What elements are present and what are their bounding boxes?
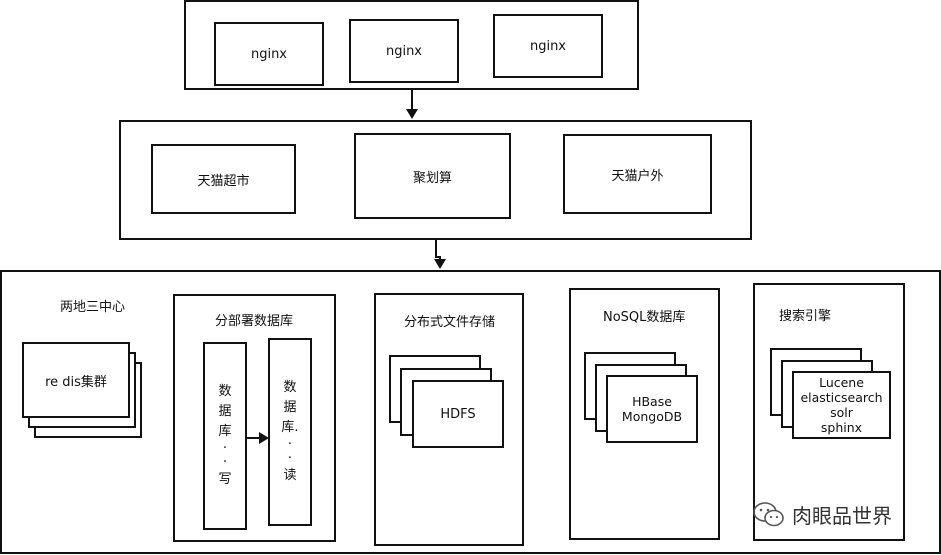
db-read-dot: ·	[287, 451, 293, 466]
db-write-dot: ·	[222, 441, 228, 456]
app-label: 天猫户外	[611, 168, 664, 184]
nginx-label: nginx	[250, 46, 288, 62]
db-title: 分部署数据库	[215, 314, 294, 329]
wechat-icon	[753, 501, 784, 526]
arrow-nginx-to-apps	[406, 89, 418, 119]
nosql-mongodb-label: MongoDB	[621, 409, 683, 424]
db-read-dot: ·	[287, 437, 293, 452]
db-write-op: 写	[218, 472, 232, 487]
hdfs-label: HDFS	[440, 406, 476, 422]
watermark: 肉眼品世界	[752, 500, 892, 529]
nosql-title: NoSQL数据库	[603, 310, 686, 325]
db-write-char: 数	[218, 384, 232, 399]
app-label: 天猫超市	[197, 173, 250, 189]
search-item: elasticsearch	[800, 390, 883, 405]
arrow-apps-to-storage	[434, 239, 446, 269]
nginx-node: nginx	[214, 22, 324, 86]
app-node-tmall-outdoor: 天猫户外	[563, 134, 712, 214]
application-layer: 天猫超市 聚划算 天猫户外	[119, 120, 752, 240]
app-label: 聚划算	[412, 170, 452, 186]
redis-title: 两地三中心	[60, 300, 126, 315]
arrow-write-to-read	[247, 432, 269, 444]
storage-layer: 两地三中心 re dis集群 分部署数据库 数 据 库 · · 写 数 据 库.…	[0, 270, 941, 554]
search-group: 搜索引擎 Lucene elasticsearch solr sphinx	[753, 283, 905, 541]
nosql-hbase-label: HBase	[632, 394, 672, 409]
db-read-op: 读	[283, 468, 297, 483]
search-title: 搜索引擎	[779, 309, 832, 324]
nosql-node: HBase MongoDB	[606, 375, 698, 443]
search-item: Lucene	[819, 375, 864, 390]
db-read-node: 数 据 库. · · 读	[268, 338, 312, 526]
app-node-tmall-supermarket: 天猫超市	[151, 144, 296, 214]
app-node-juhuasuan: 聚划算	[354, 133, 511, 219]
db-write-char: 据	[218, 404, 232, 419]
search-node: Lucene elasticsearch solr sphinx	[792, 371, 891, 439]
db-write-char: 库	[218, 424, 232, 439]
search-item: solr	[830, 405, 853, 420]
redis-cluster: re dis集群	[22, 342, 130, 418]
db-group: 分部署数据库 数 据 库 · · 写 数 据 库. · · 读	[173, 294, 336, 542]
db-write-dot: ·	[222, 455, 228, 470]
redis-label: re dis集群	[45, 374, 107, 390]
nginx-label: nginx	[385, 43, 423, 59]
nginx-label: nginx	[529, 38, 567, 54]
db-write-node: 数 据 库 · · 写	[203, 342, 247, 530]
fs-title: 分布式文件存储	[404, 315, 496, 330]
fs-group: 分布式文件存储 HDFS	[374, 293, 524, 546]
search-item: sphinx	[820, 420, 863, 435]
db-read-char: 数	[283, 380, 297, 395]
watermark-text: 肉眼品世界	[792, 504, 892, 528]
nginx-layer: nginx nginx nginx	[184, 0, 639, 90]
db-read-char: 据	[283, 400, 297, 415]
nginx-node: nginx	[493, 14, 603, 78]
db-read-char: 库.	[281, 420, 299, 435]
nosql-group: NoSQL数据库 HBase MongoDB	[569, 288, 720, 540]
hdfs-node: HDFS	[412, 380, 504, 448]
nginx-node: nginx	[349, 19, 459, 83]
